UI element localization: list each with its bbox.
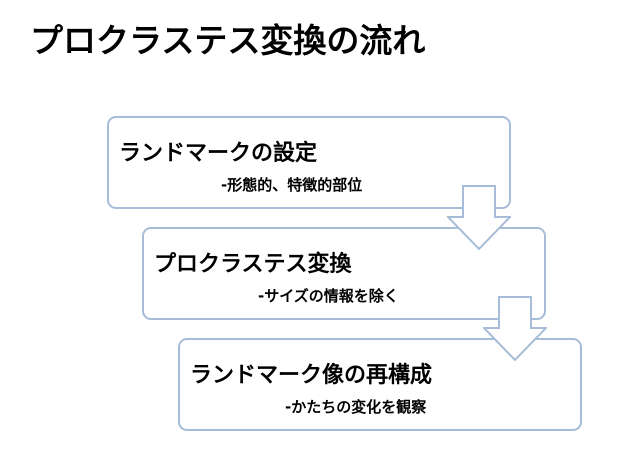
step-title: ランドマークの設定: [119, 141, 318, 166]
step-title: ランドマーク像の再構成: [190, 363, 433, 388]
slide-title: プロクラステス変換の流れ: [30, 21, 426, 60]
down-arrow-icon: [447, 185, 511, 251]
step-description: -サイズの情報を除く: [258, 287, 399, 305]
step-description: -かたちの変化を観察: [285, 398, 427, 416]
step-title: プロクラステス変換: [154, 252, 352, 277]
step-box-landmark-setting: ランドマークの設定 -形態的、特徴的部位: [107, 116, 511, 209]
step-description: -形態的、特徴的部位: [221, 176, 363, 194]
down-arrow-icon: [483, 296, 547, 362]
